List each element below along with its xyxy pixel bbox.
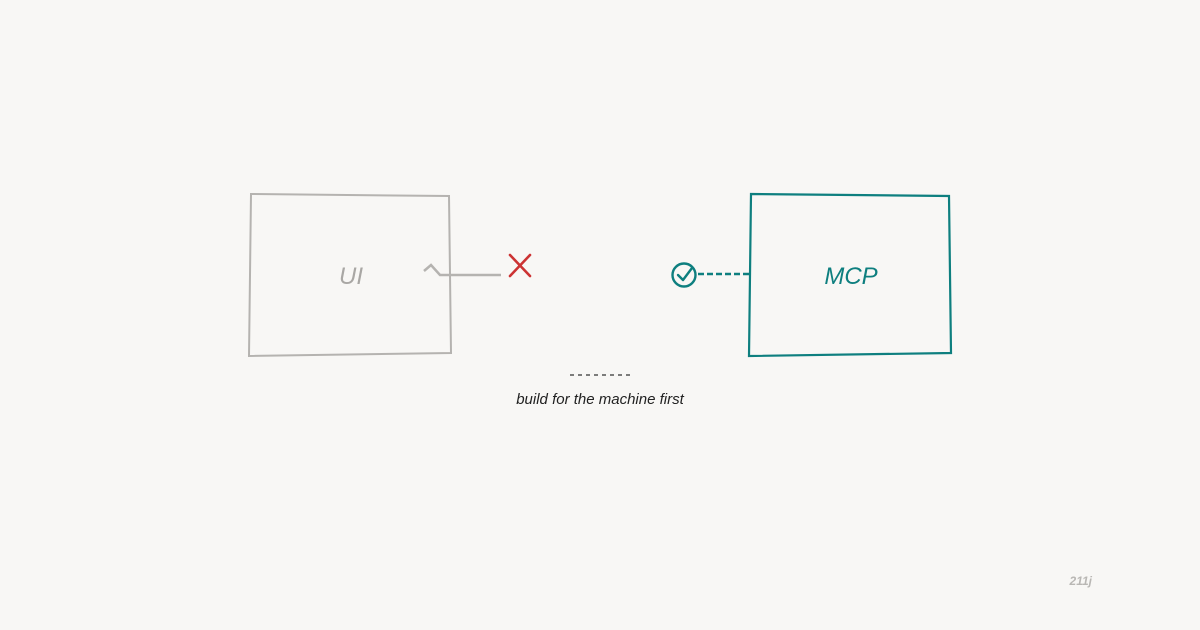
caption-text: build for the machine first: [516, 391, 684, 408]
broken-connector-icon: [423, 263, 501, 277]
cross-icon: [508, 253, 532, 278]
ui-box-outline: [247, 192, 453, 358]
ui-box: UI: [247, 192, 453, 358]
check-circle-icon: [671, 262, 697, 288]
mcp-box-label: MCP: [824, 263, 877, 290]
watermark-text: 211j: [1069, 574, 1093, 588]
mcp-box-outline: [747, 192, 953, 358]
mcp-box: MCP: [747, 192, 953, 358]
ui-box-label: UI: [339, 263, 363, 290]
broken-connector-line: [423, 263, 501, 277]
